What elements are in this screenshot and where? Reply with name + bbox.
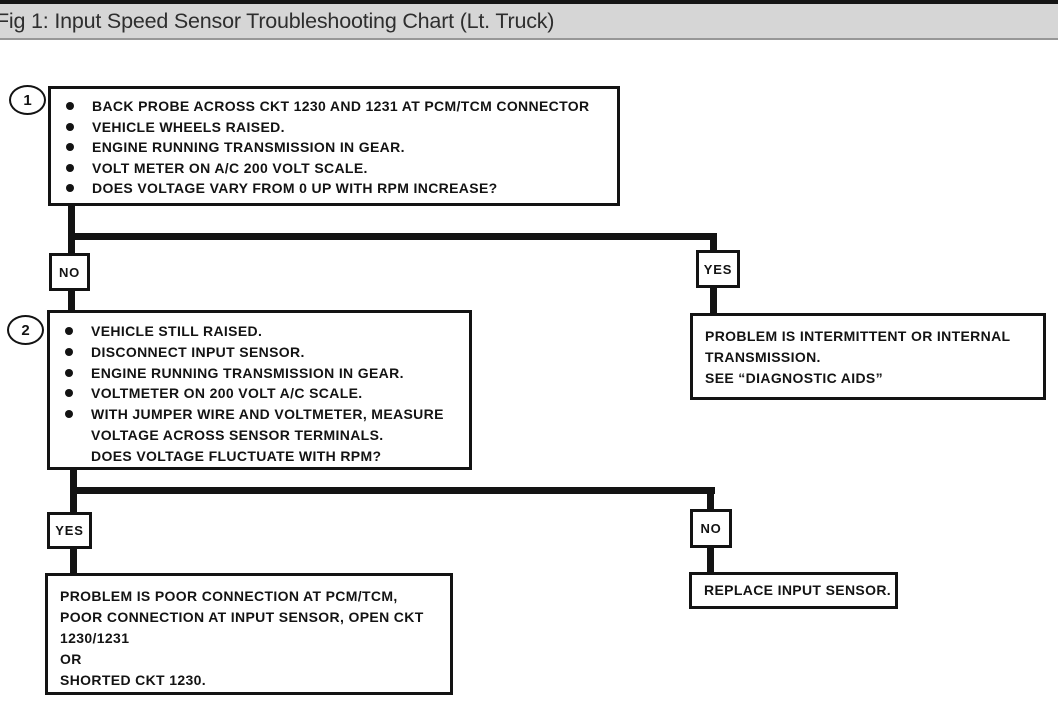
connector-branch2-horizontal bbox=[70, 487, 715, 494]
decision-no-2-label: NO bbox=[700, 521, 722, 536]
bullet-icon bbox=[65, 389, 73, 398]
outcome-poor-connection-line: SHORTED CKT 1230. bbox=[60, 672, 206, 688]
step2-bullet-row: DISCONNECT INPUT SENSOR. bbox=[65, 342, 463, 363]
step1-bullet-row: ENGINE RUNNING TRANSMISSION IN GEAR. bbox=[66, 137, 611, 158]
step1-bullet-row: VOLT METER ON A/C 200 VOLT SCALE. bbox=[66, 158, 611, 179]
connector-yes2-to-outcome bbox=[70, 549, 77, 574]
outcome-poor-connection-box: PROBLEM IS POOR CONNECTION AT PCM/TCM, P… bbox=[45, 573, 453, 695]
bullet-icon bbox=[65, 327, 73, 335]
step-number-2-label: 2 bbox=[21, 321, 30, 339]
connector-branch2-left-drop bbox=[70, 494, 77, 513]
step1-bullet-text: BACK PROBE ACROSS CKT 1230 AND 1231 AT P… bbox=[92, 98, 590, 114]
step2-bullet-text: DISCONNECT INPUT SENSOR. bbox=[91, 343, 305, 360]
outcome-intermittent-box: PROBLEM IS INTERMITTENT OR INTERNAL TRAN… bbox=[690, 313, 1046, 400]
decision-yes-1-label: YES bbox=[703, 261, 733, 277]
decision-yes-1: YES bbox=[696, 250, 740, 288]
figure-title: Fig 1: Input Speed Sensor Troubleshootin… bbox=[0, 9, 555, 33]
step2-continuation-line: VOLTAGE ACROSS SENSOR TERMINALS. bbox=[91, 426, 384, 443]
outcome-poor-connection-line: 1230/1231 bbox=[60, 630, 130, 646]
step1-bullet-row: VEHICLE WHEELS RAISED. bbox=[66, 117, 611, 138]
step2-bullet-row: WITH JUMPER WIRE AND VOLTMETER, MEASURE bbox=[65, 404, 463, 425]
connector-branch1-left-drop bbox=[68, 240, 75, 254]
bullet-icon bbox=[65, 368, 73, 377]
bullet-icon bbox=[66, 143, 74, 151]
step1-bullet-text: VEHICLE WHEELS RAISED. bbox=[92, 118, 285, 135]
step2-bullet-row: VEHICLE STILL RAISED. bbox=[65, 321, 463, 342]
step1-bullet-row: DOES VOLTAGE VARY FROM 0 UP WITH RPM INC… bbox=[66, 178, 611, 199]
bullet-icon bbox=[66, 122, 74, 131]
step2-bullet-text: VOLTMETER ON 200 VOLT A/C SCALE. bbox=[91, 385, 363, 402]
connector-yes1-to-outcome bbox=[710, 288, 717, 314]
bullet-icon bbox=[65, 347, 73, 356]
step1-bullet-text: VOLT METER ON A/C 200 VOLT SCALE. bbox=[92, 159, 368, 176]
bullet-icon bbox=[66, 102, 74, 110]
connector-step2-down bbox=[70, 470, 77, 494]
outcome-poor-connection-line: PROBLEM IS POOR CONNECTION AT PCM/TCM, bbox=[60, 588, 398, 604]
outcome-intermittent-line: TRANSMISSION. bbox=[705, 349, 821, 365]
decision-no-2: NO bbox=[690, 509, 732, 548]
step2-bullet-row: VOLTMETER ON 200 VOLT A/C SCALE. bbox=[65, 383, 463, 404]
connector-no1-to-step2 bbox=[68, 291, 75, 311]
connector-branch2-right-drop bbox=[707, 494, 714, 510]
bullet-icon bbox=[66, 163, 74, 172]
step1-bullet-row: BACK PROBE ACROSS CKT 1230 AND 1231 AT P… bbox=[66, 96, 611, 117]
outcome-poor-connection-line: OR bbox=[60, 651, 82, 667]
step2-bullet-text: VEHICLE STILL RAISED. bbox=[91, 323, 263, 339]
bullet-icon bbox=[66, 184, 74, 192]
bullet-icon bbox=[65, 410, 73, 419]
step2-box: VEHICLE STILL RAISED. DISCONNECT INPUT S… bbox=[47, 310, 472, 470]
step1-box: BACK PROBE ACROSS CKT 1230 AND 1231 AT P… bbox=[48, 86, 620, 206]
decision-no-1: NO bbox=[49, 253, 90, 291]
figure-title-bar: Fig 1: Input Speed Sensor Troubleshootin… bbox=[0, 0, 1058, 40]
connector-branch1-horizontal bbox=[68, 233, 717, 240]
outcome-replace-text: REPLACE INPUT SENSOR. bbox=[704, 582, 892, 599]
step-number-2: 2 bbox=[7, 315, 44, 345]
outcome-intermittent-line: PROBLEM IS INTERMITTENT OR INTERNAL bbox=[705, 328, 1011, 344]
step-number-1-label: 1 bbox=[23, 91, 32, 109]
step1-bullet-text: DOES VOLTAGE VARY FROM 0 UP WITH RPM INC… bbox=[92, 180, 498, 196]
connector-no2-to-outcome bbox=[707, 548, 714, 573]
connector-step1-down bbox=[68, 206, 75, 240]
outcome-replace-box: REPLACE INPUT SENSOR. bbox=[689, 572, 898, 609]
outcome-poor-connection-line: POOR CONNECTION AT INPUT SENSOR, OPEN CK… bbox=[60, 609, 424, 625]
step2-bullet-row: ENGINE RUNNING TRANSMISSION IN GEAR. bbox=[65, 363, 463, 384]
step2-continuation-line: DOES VOLTAGE FLUCTUATE WITH RPM? bbox=[91, 447, 382, 464]
connector-branch1-right-drop bbox=[710, 240, 717, 252]
step1-bullet-text: ENGINE RUNNING TRANSMISSION IN GEAR. bbox=[92, 139, 405, 155]
decision-yes-2: YES bbox=[47, 512, 92, 549]
outcome-intermittent-line: SEE “DIAGNOSTIC AIDS” bbox=[705, 370, 883, 386]
step2-bullet-text: WITH JUMPER WIRE AND VOLTMETER, MEASURE bbox=[91, 406, 444, 423]
step2-bullet-text: ENGINE RUNNING TRANSMISSION IN GEAR. bbox=[91, 364, 404, 381]
step-number-1: 1 bbox=[9, 85, 46, 115]
decision-no-1-label: NO bbox=[58, 264, 81, 280]
decision-yes-2-label: YES bbox=[55, 523, 84, 538]
